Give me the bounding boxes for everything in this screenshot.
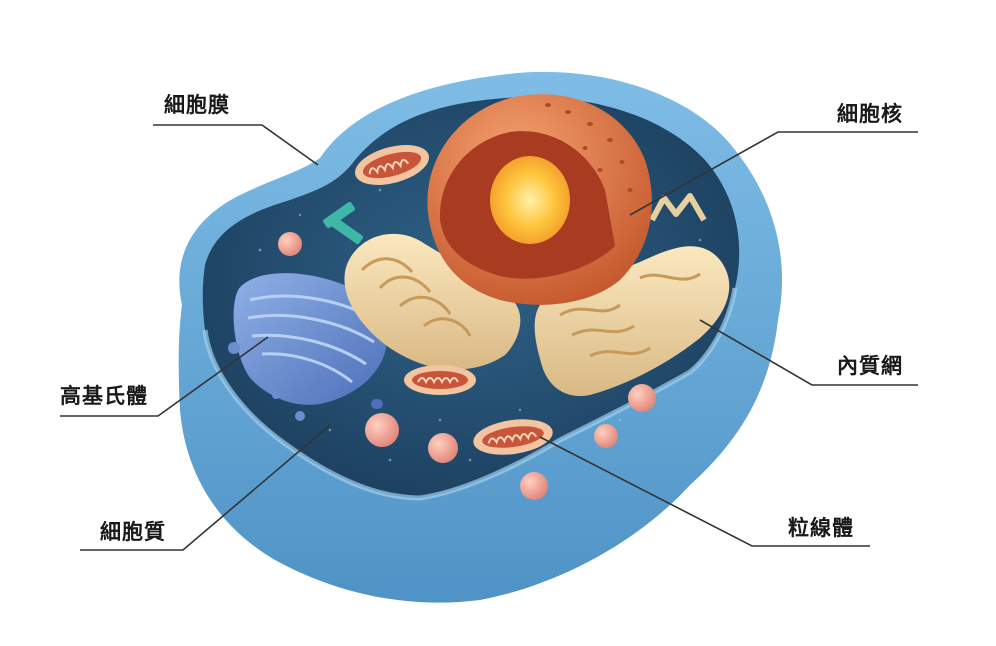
endoplasmic-reticulum-left xyxy=(344,233,521,370)
leader-cytoplasm xyxy=(80,424,331,551)
label-endoplasmic-reticulum: 內質網 xyxy=(837,354,903,378)
leader-er xyxy=(699,319,918,386)
leader-cell-membrane xyxy=(153,124,319,166)
centrosome xyxy=(322,201,364,245)
leader-golgi xyxy=(60,336,269,417)
mitochondrion-bottom xyxy=(473,419,553,455)
mitochondrion-middle xyxy=(404,365,476,395)
leader-mitochondria xyxy=(539,436,870,547)
nucleus xyxy=(427,94,652,305)
leader-nucleus xyxy=(629,131,918,216)
label-cell-membrane: 細胞膜 xyxy=(164,93,230,117)
leader-lines xyxy=(60,124,918,551)
mitochondrion-top xyxy=(355,145,429,185)
label-golgi: 高基氏體 xyxy=(60,384,148,408)
label-nucleus: 細胞核 xyxy=(837,102,903,126)
label-mitochondria: 粒線體 xyxy=(788,516,854,540)
golgi-body xyxy=(228,273,388,421)
label-cytoplasm: 細胞質 xyxy=(100,520,166,544)
nucleolus xyxy=(490,156,570,244)
vesicles xyxy=(278,232,656,500)
